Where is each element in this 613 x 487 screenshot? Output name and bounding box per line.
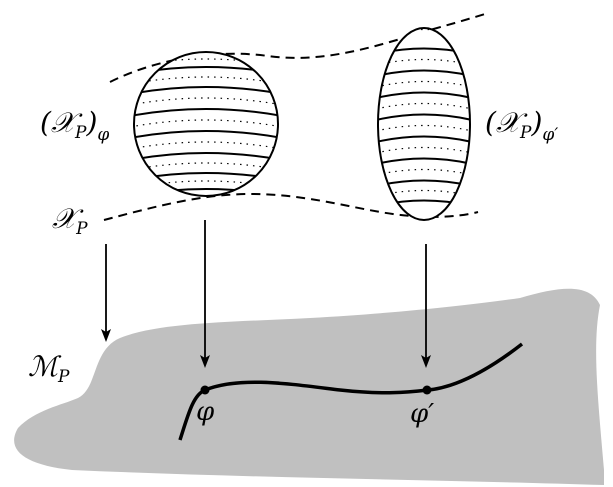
label-point-phi: φ bbox=[196, 397, 215, 427]
projection-arrow-total bbox=[101, 244, 111, 342]
label-base-space: ℳP bbox=[28, 350, 70, 387]
label-fiber-left: (𝒳P)φ bbox=[40, 106, 109, 145]
projection-arrow-phi-prime bbox=[421, 244, 431, 368]
point-phi-dot bbox=[200, 385, 210, 395]
label-point-phi-prime: φ′ bbox=[410, 399, 434, 429]
point-phi-prime-dot bbox=[422, 385, 432, 395]
fiber-ellipsoid bbox=[377, 27, 471, 221]
fiber-sphere bbox=[133, 51, 279, 197]
label-fiber-right: (𝒳P)φ′ bbox=[485, 106, 558, 145]
projection-arrow-phi bbox=[200, 220, 210, 368]
label-total-space: 𝒳P bbox=[52, 202, 88, 239]
total-space-lower-boundary bbox=[103, 192, 479, 221]
